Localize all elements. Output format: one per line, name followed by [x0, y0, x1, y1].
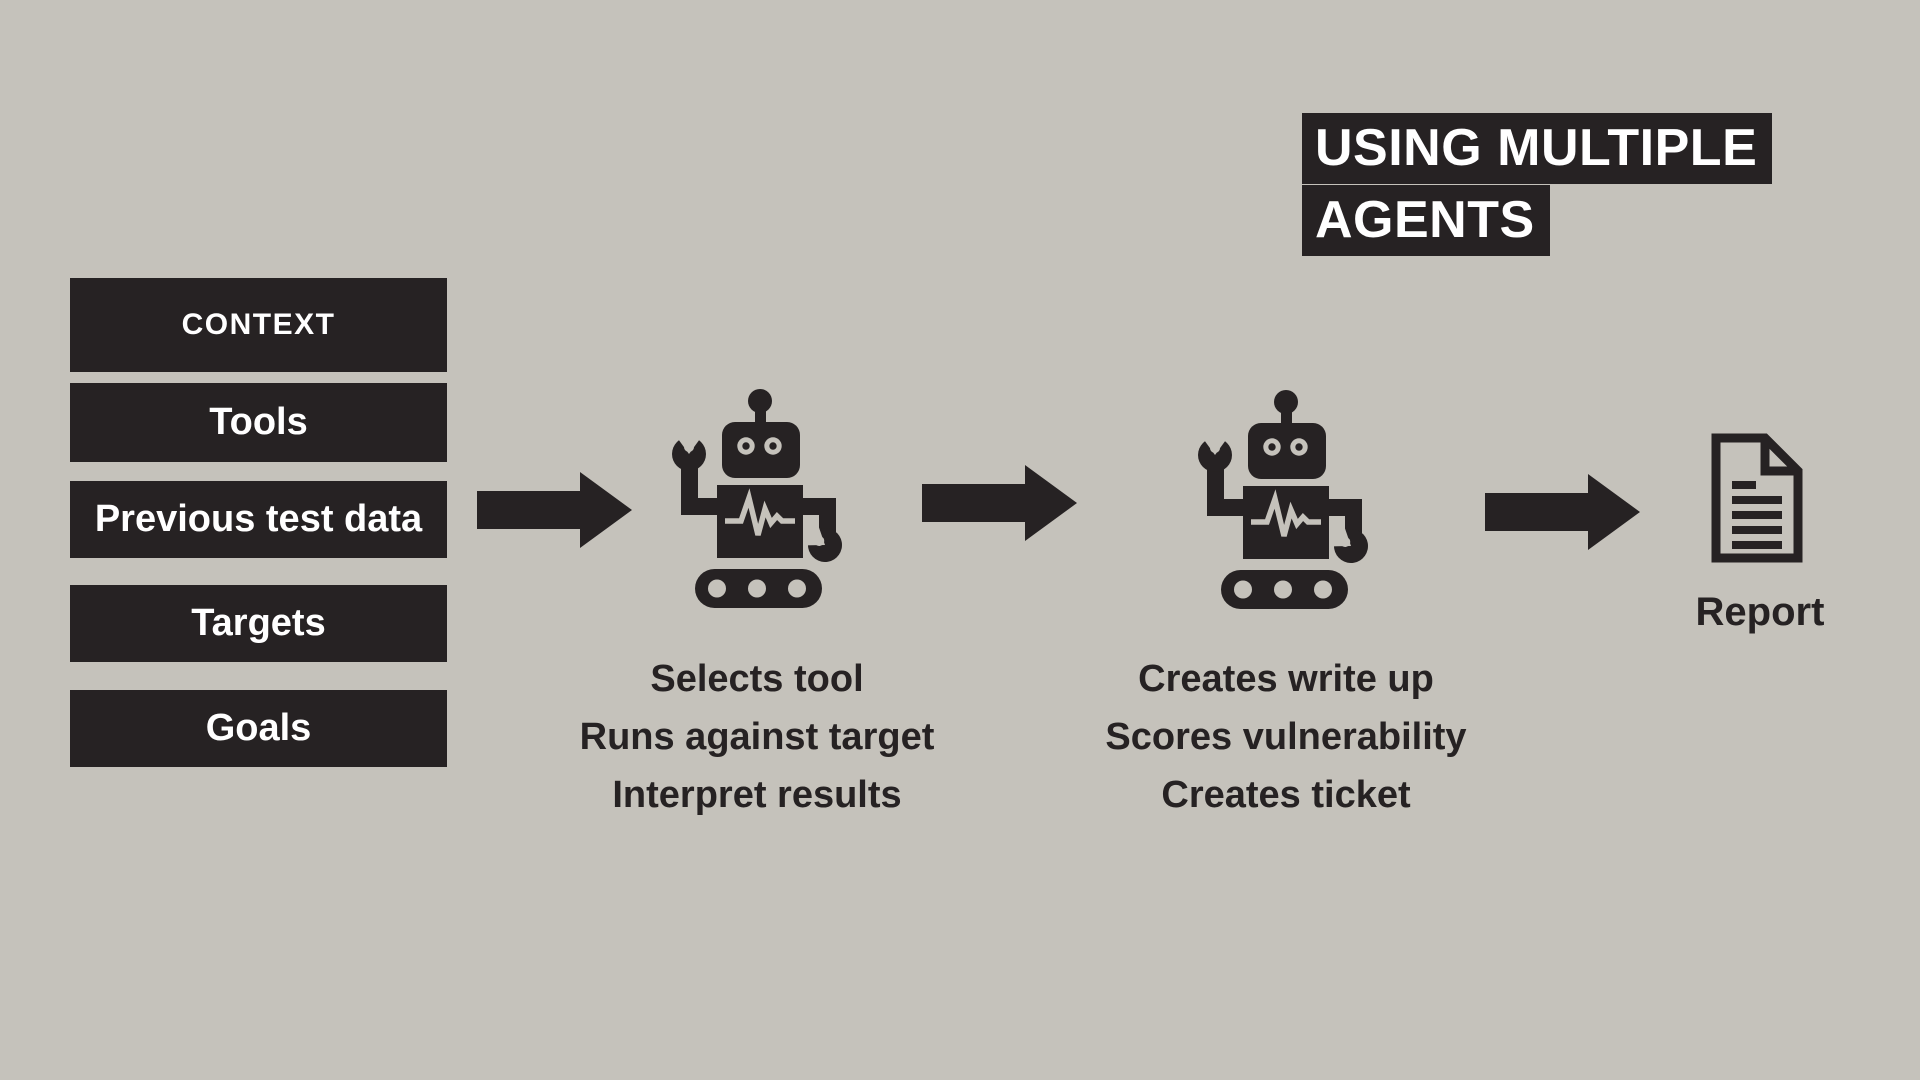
context-box-goals: Goals: [70, 690, 447, 767]
document-icon: [1711, 433, 1803, 563]
arrow-right-icon: [922, 465, 1077, 541]
caption-line: Interpret results: [612, 774, 902, 816]
caption-line: Scores vulnerability: [1105, 716, 1467, 758]
arrow-right-icon: [1485, 474, 1640, 550]
robot-icon: [1194, 389, 1370, 615]
context-box-tools: Tools: [70, 383, 447, 462]
title-line-1: USING MULTIPLE: [1302, 113, 1773, 184]
caption-line: Creates write up: [1138, 658, 1434, 700]
context-box-targets: Targets: [70, 585, 447, 662]
context-box-context: CONTEXT: [70, 278, 447, 372]
context-box-previous-test-data: Previous test data: [70, 481, 447, 558]
arrow-right-icon: [477, 472, 632, 548]
caption-line: Creates ticket: [1161, 774, 1411, 816]
agent2-caption: Creates write up Scores vulnerability Cr…: [1051, 650, 1521, 824]
robot-icon: [668, 388, 844, 614]
page-title: USING MULTIPLE AGENTS: [1302, 113, 1773, 257]
caption-line: Selects tool: [650, 658, 864, 700]
agent1-caption: Selects tool Runs against target Interpr…: [522, 650, 992, 824]
caption-line: Runs against target: [579, 716, 935, 758]
title-line-2: AGENTS: [1302, 185, 1550, 256]
report-label: Report: [1695, 590, 1825, 634]
